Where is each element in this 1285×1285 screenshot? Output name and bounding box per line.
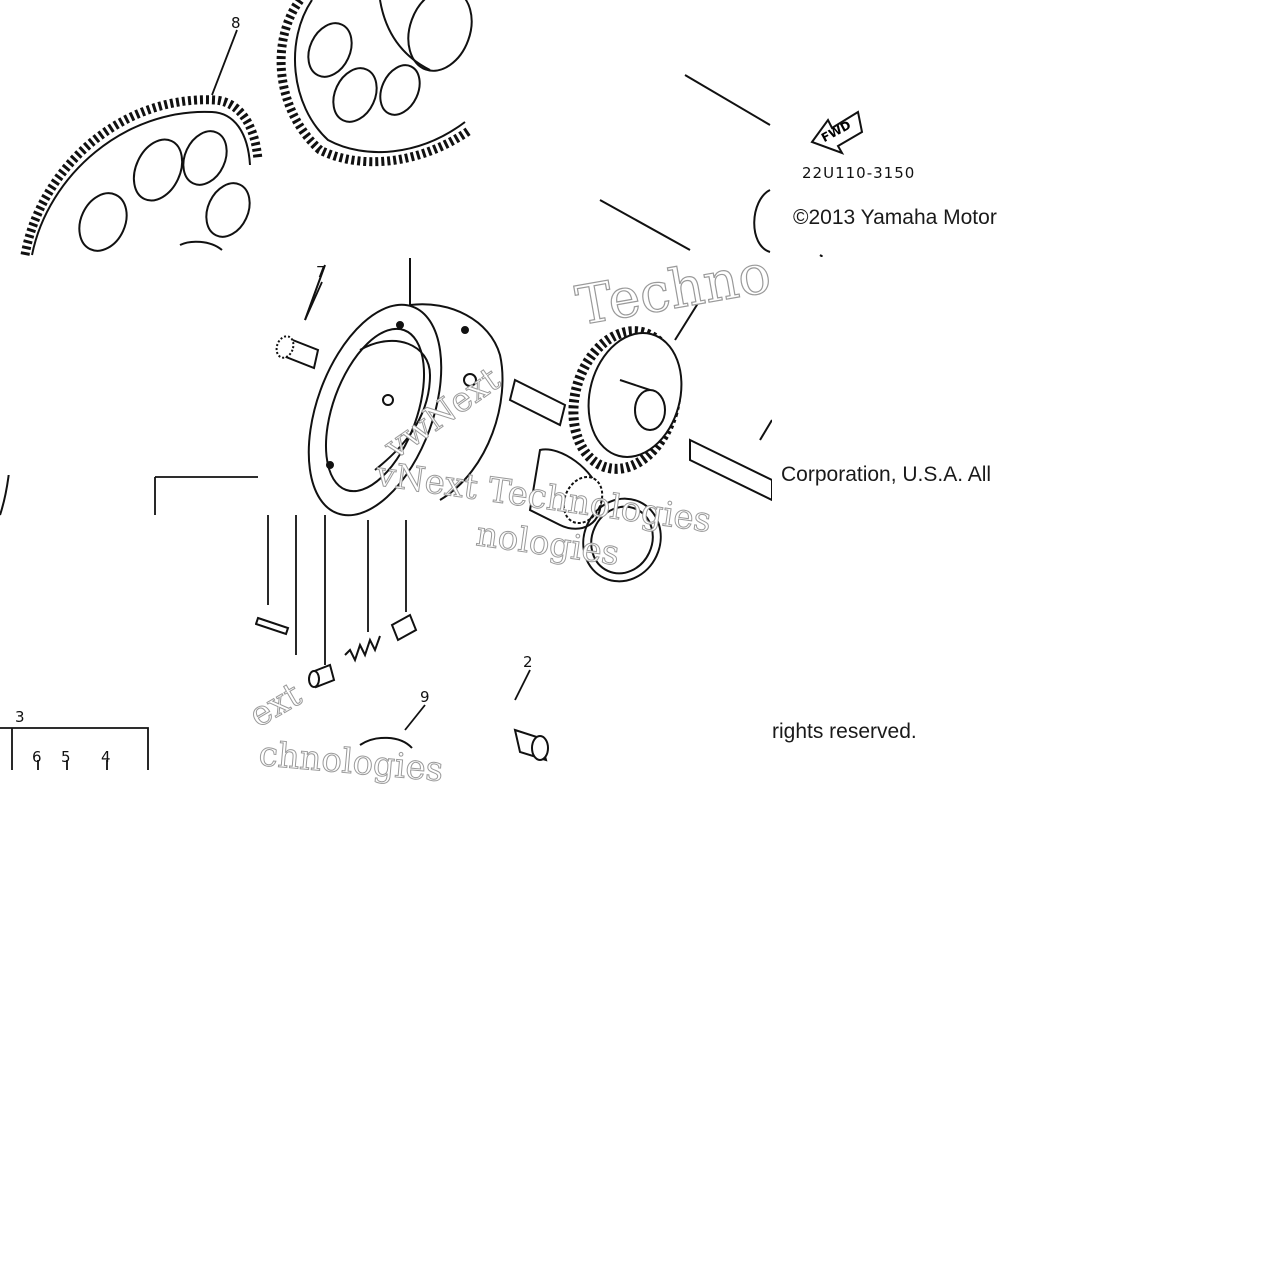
- leader-lines: [0, 29, 531, 770]
- large-gear-8: [20, 95, 263, 256]
- plunger: [390, 613, 418, 642]
- shaft-assembly: [508, 378, 773, 530]
- callout-5: 5: [61, 748, 71, 766]
- copyright-line-3: rights reserved.: [772, 720, 917, 743]
- copyright-line-1: ©2013 Yamaha Motor: [793, 206, 997, 229]
- clutch-housing: [304, 258, 504, 517]
- bolt-7: [275, 335, 320, 370]
- small-parts: [254, 613, 549, 762]
- copyright-line-2: Corporation, U.S.A. All: [781, 463, 992, 486]
- upper-gear: [276, 0, 473, 167]
- pin: [254, 616, 290, 636]
- fwd-arrow-icon: FWD: [810, 110, 864, 155]
- callout-9: 9: [420, 688, 430, 706]
- callout-3: 3: [15, 708, 25, 726]
- watermark-techno: Techno: [571, 242, 775, 338]
- part-code: 22U110-3150: [802, 164, 915, 182]
- callout-8: 8: [231, 14, 241, 32]
- callout-7: 7: [316, 263, 326, 281]
- idler-gear: [568, 299, 701, 474]
- ring-9: [359, 736, 413, 749]
- callout-6: 6: [32, 748, 42, 766]
- callout-4: 4: [101, 748, 111, 766]
- callout-labels: 8 7 9 2 3 6 5 4: [15, 14, 533, 766]
- callout-2: 2: [523, 653, 533, 671]
- spring: [344, 635, 381, 663]
- washer: [582, 497, 662, 583]
- watermark: Techno vNext Technologies vwNext ext chn…: [242, 241, 776, 790]
